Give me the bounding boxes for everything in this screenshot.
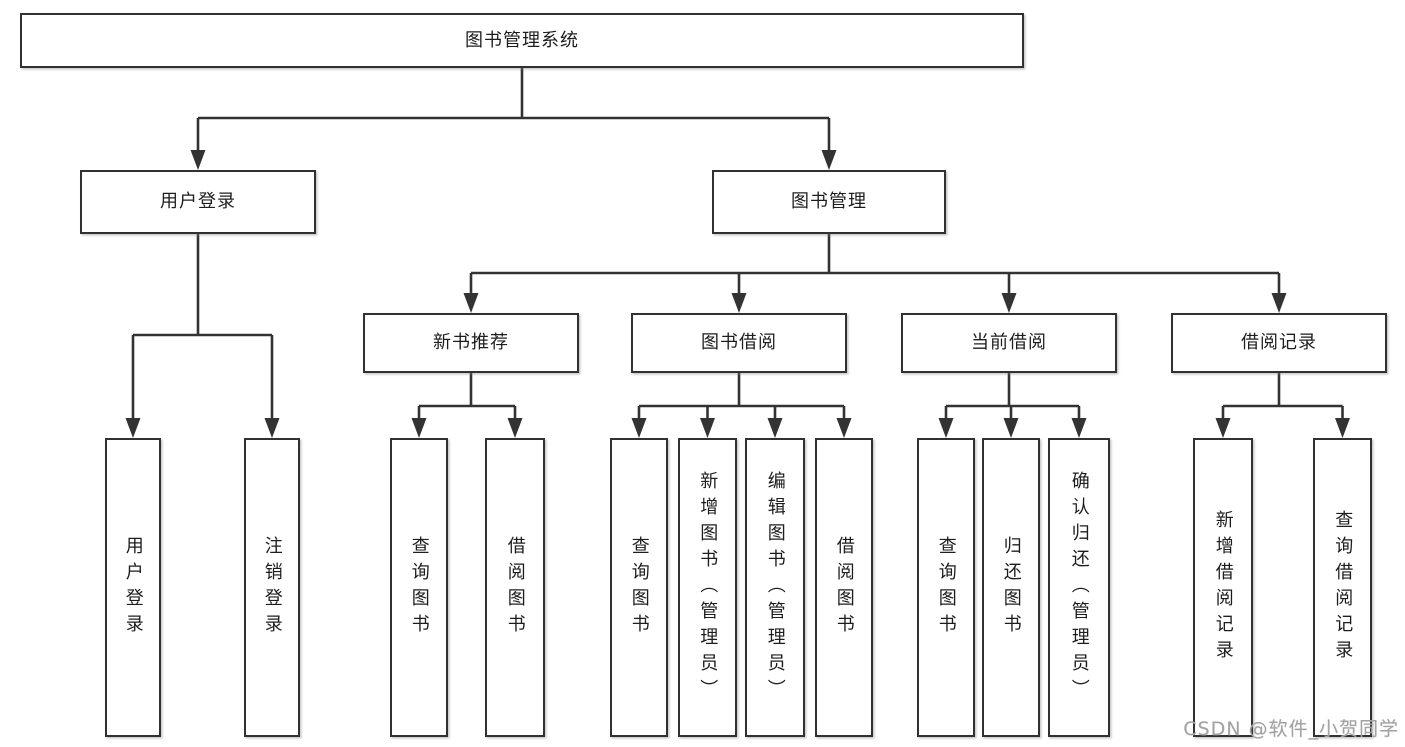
node-label: 查询图书 <box>628 535 650 640</box>
node-leaf-logout: 注销登录 <box>244 438 300 737</box>
node-new-book-rec: 新书推荐 <box>363 313 579 373</box>
node-leaf-bb-query: 查询图书 <box>610 438 668 737</box>
node-root: 图书管理系统 <box>20 13 1024 68</box>
node-leaf-br-add: 新增借阅记录 <box>1193 438 1253 737</box>
node-label: 新书推荐 <box>433 332 509 354</box>
node-current-borrow: 当前借阅 <box>901 313 1117 373</box>
node-leaf-rec-borrow: 借阅图书 <box>485 438 545 737</box>
node-leaf-cb-query: 查询图书 <box>917 438 975 737</box>
node-label: 当前借阅 <box>971 332 1047 354</box>
node-leaf-bb-add: 新增图书（管理员） <box>678 438 737 737</box>
node-label: 查询图书 <box>935 535 957 640</box>
node-leaf-rec-query: 查询图书 <box>390 438 448 737</box>
node-label: 确认归还（管理员） <box>1068 470 1090 705</box>
node-label: 新增借阅记录 <box>1212 509 1234 666</box>
node-user-login: 用户登录 <box>80 170 316 234</box>
node-label: 用户登录 <box>122 535 144 640</box>
node-borrow-records: 借阅记录 <box>1171 313 1387 373</box>
node-label: 借阅图书 <box>504 535 526 640</box>
node-label: 查询借阅记录 <box>1332 509 1354 666</box>
node-label: 归还图书 <box>1000 535 1022 640</box>
node-label: 编辑图书（管理员） <box>764 470 786 705</box>
node-leaf-bb-edit: 编辑图书（管理员） <box>745 438 805 737</box>
node-label: 图书管理 <box>791 191 867 213</box>
node-leaf-user-login: 用户登录 <box>105 438 161 737</box>
node-leaf-cb-return: 归还图书 <box>982 438 1040 737</box>
node-label: 图书借阅 <box>701 332 777 354</box>
node-label: 新增图书（管理员） <box>697 470 719 705</box>
node-leaf-bb-borrow: 借阅图书 <box>815 438 873 737</box>
node-book-borrow: 图书借阅 <box>631 313 847 373</box>
node-leaf-br-query: 查询借阅记录 <box>1313 438 1372 737</box>
watermark: CSDN @软件_小贺同学 <box>1183 718 1399 740</box>
node-label: 借阅记录 <box>1241 332 1317 354</box>
node-leaf-cb-confirm: 确认归还（管理员） <box>1048 438 1110 737</box>
node-label: 注销登录 <box>261 535 283 640</box>
node-label: 用户登录 <box>160 191 236 213</box>
node-book-mgmt: 图书管理 <box>712 170 946 234</box>
node-label: 查询图书 <box>408 535 430 640</box>
node-label: 图书管理系统 <box>465 29 579 51</box>
node-label: 借阅图书 <box>833 535 855 640</box>
